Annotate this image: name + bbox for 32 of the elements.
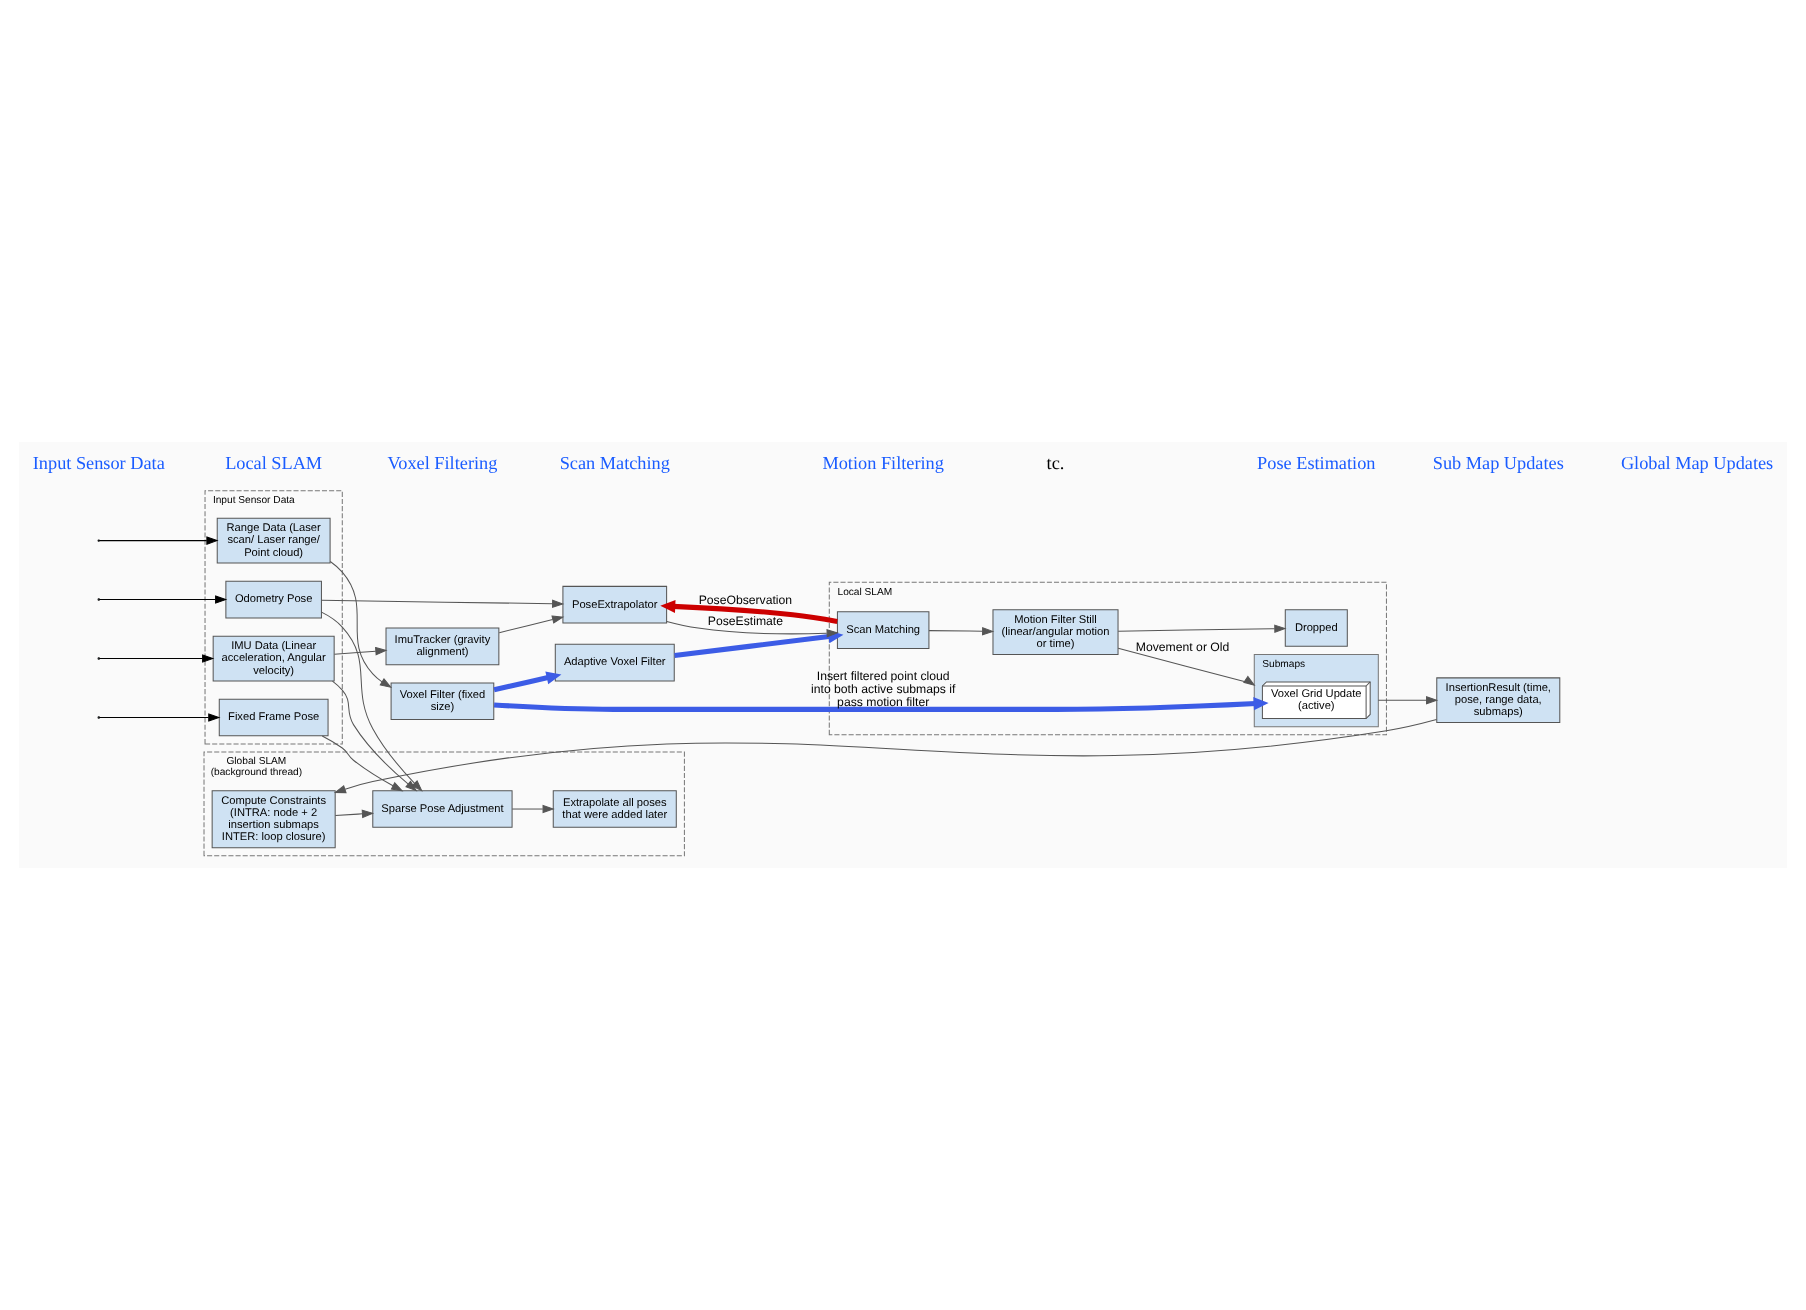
arrow [1377, 695, 1439, 705]
label: Global Map Updates [1620, 452, 1774, 473]
arrow [493, 697, 1269, 712]
arrow [511, 804, 555, 814]
label: Local SLAM [225, 452, 323, 473]
arrow [331, 680, 418, 792]
label: Scan Matching [559, 452, 670, 473]
arrow [99, 536, 219, 545]
arrow [928, 627, 995, 636]
arrow [99, 713, 221, 722]
arrow [333, 646, 388, 656]
arrow [99, 595, 228, 604]
label: Input Sensor Data [32, 452, 165, 473]
arrow [674, 630, 844, 658]
arrow [333, 719, 1438, 794]
label: Motion Filtering [822, 452, 944, 473]
arrow [1117, 647, 1256, 687]
arrow [666, 620, 839, 638]
label: Sub Map Updates [1432, 452, 1564, 473]
arrow [334, 809, 375, 819]
arrow [321, 735, 404, 792]
arrow [1117, 624, 1287, 633]
arrow [329, 560, 393, 689]
arrow [493, 671, 562, 693]
arrow [320, 599, 565, 609]
arrow [660, 599, 838, 624]
label: tc. [1046, 452, 1065, 473]
arrow [99, 654, 215, 663]
label: Voxel Filtering [387, 452, 498, 473]
label: Pose Estimation [1257, 452, 1376, 473]
arrow [320, 611, 423, 792]
arrow [498, 615, 565, 634]
